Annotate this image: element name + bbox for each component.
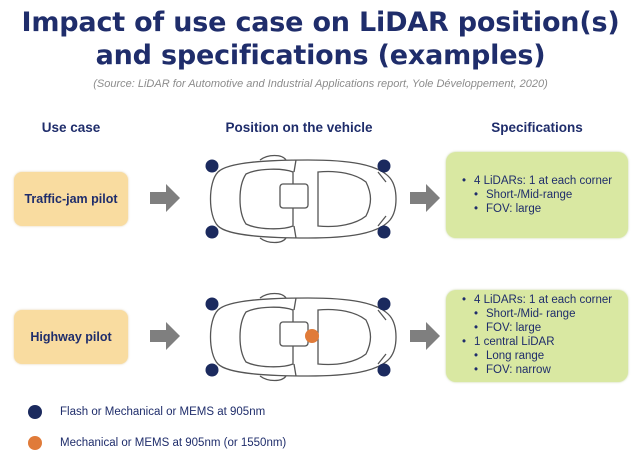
page-title: Impact of use case on LiDAR position(s) … (0, 6, 641, 72)
legend-label: Mechanical or MEMS at 905nm (or 1550nm) (60, 437, 287, 449)
column-header-specifications: Specifications (491, 120, 583, 135)
right-arrow-icon (150, 184, 180, 212)
spec-sub-item: Long range (446, 349, 628, 363)
legend-label: Flash or Mechanical or MEMS at 905nm (60, 406, 266, 418)
spec-box-highway: 4 LiDARs: 1 at each corner Short-/Mid- r… (446, 290, 628, 382)
source-note: (Source: LiDAR for Automotive and Indust… (93, 78, 548, 90)
spec-sub-item: Short-/Mid-range (446, 188, 628, 202)
use-case-highway-pilot: Highway pilot (14, 310, 128, 364)
use-case-traffic-jam-pilot: Traffic-jam pilot (14, 172, 128, 226)
legend-dot-navy (28, 405, 42, 419)
right-arrow-icon (410, 184, 440, 212)
spec-main-item: 4 LiDARs: 1 at each corner (446, 293, 628, 307)
legend-dot-orange (28, 436, 42, 450)
use-case-label: Traffic-jam pilot (24, 192, 118, 206)
use-case-label: Highway pilot (30, 330, 112, 344)
column-header-position: Position on the vehicle (225, 120, 373, 135)
car-top-view-traffic-jam (205, 154, 397, 244)
title-line-1: Impact of use case on LiDAR position(s) (21, 7, 620, 38)
right-arrow-icon (410, 322, 440, 350)
spec-sub-item: FOV: large (446, 321, 628, 335)
spec-sub-item: Short-/Mid- range (446, 307, 628, 321)
right-arrow-icon (150, 322, 180, 350)
title-line-2: and specifications (examples) (95, 40, 546, 71)
spec-box-traffic-jam: 4 LiDARs: 1 at each corner Short-/Mid-ra… (446, 152, 628, 238)
spec-sub-item: FOV: narrow (446, 363, 628, 377)
spec-main-item: 4 LiDARs: 1 at each corner (446, 174, 628, 188)
car-top-view-highway (205, 292, 397, 382)
spec-main-item: 1 central LiDAR (446, 335, 628, 349)
spec-sub-item: FOV: large (446, 202, 628, 216)
column-header-use-case: Use case (41, 120, 101, 135)
